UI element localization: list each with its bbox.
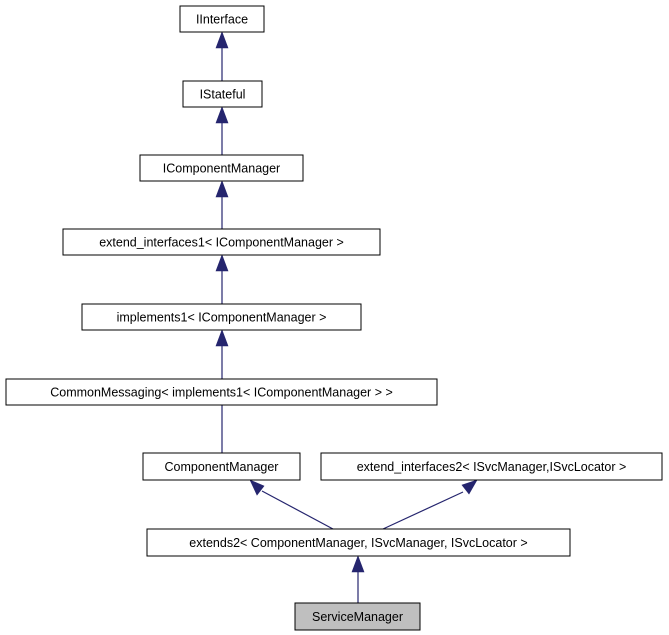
class-node-extend-interfaces1[interactable]: extend_interfaces1< IComponentManager > <box>62 228 381 256</box>
inheritance-edge-extends2-to-extend-interfaces2 <box>382 479 478 530</box>
class-node-label: CommonMessaging< implements1< IComponent… <box>50 385 393 399</box>
class-node-label: extends2< ComponentManager, ISvcManager,… <box>189 536 527 550</box>
inheritance-arrowhead-icon <box>461 479 478 495</box>
inheritance-arrowhead-icon <box>215 180 229 198</box>
class-node-box[interactable] <box>179 5 265 33</box>
class-node-box[interactable] <box>62 228 381 256</box>
inheritance-edge-extend-interfaces1-to-icomponentmanager <box>215 180 229 229</box>
edges-layer <box>215 31 478 603</box>
class-node-label: ComponentManager <box>165 460 279 474</box>
class-node-box[interactable] <box>146 528 571 557</box>
class-node-box[interactable] <box>139 154 304 182</box>
inheritance-edge-extends2-to-componentmanager <box>249 479 334 530</box>
class-node-componentmanager[interactable]: ComponentManager <box>142 452 301 481</box>
class-node-box[interactable] <box>5 378 438 406</box>
inheritance-arrowhead-icon <box>215 31 229 49</box>
class-node-extends2[interactable]: extends2< ComponentManager, ISvcManager,… <box>146 528 571 557</box>
class-node-icomponentmanager[interactable]: IComponentManager <box>139 154 304 182</box>
class-node-implements1[interactable]: implements1< IComponentManager > <box>81 303 362 331</box>
class-node-label: IComponentManager <box>163 161 280 175</box>
class-node-box[interactable] <box>81 303 362 331</box>
inheritance-arrowhead-icon <box>249 479 265 496</box>
class-node-commonmessaging[interactable]: CommonMessaging< implements1< IComponent… <box>5 378 438 406</box>
inheritance-edge-commonmessaging-to-implements1 <box>215 329 229 379</box>
class-node-label: implements1< IComponentManager > <box>117 310 327 324</box>
class-node-servicemanager[interactable]: ServiceManager <box>294 602 421 631</box>
class-node-extend-interfaces2[interactable]: extend_interfaces2< ISvcManager,ISvcLoca… <box>320 452 663 481</box>
inheritance-edge-icomponentmanager-to-istateful <box>215 106 229 155</box>
class-node-label: ServiceManager <box>312 610 403 624</box>
edge-line <box>382 491 464 530</box>
inheritance-arrowhead-icon <box>215 329 229 347</box>
class-node-box[interactable] <box>142 452 301 481</box>
inheritance-arrowhead-icon <box>351 555 365 573</box>
inheritance-edge-istateful-to-iinterface <box>215 31 229 81</box>
class-node-box[interactable] <box>182 80 263 108</box>
class-node-box[interactable] <box>320 452 663 481</box>
inheritance-edge-servicemanager-to-extends2 <box>351 555 365 603</box>
class-node-label: IInterface <box>196 12 248 26</box>
class-node-label: IStateful <box>200 87 246 101</box>
class-node-iinterface[interactable]: IInterface <box>179 5 265 33</box>
class-node-box[interactable] <box>294 602 421 631</box>
inheritance-arrowhead-icon <box>215 106 229 124</box>
inheritance-arrowhead-icon <box>215 254 229 272</box>
inheritance-edge-implements1-to-extend-interfaces1 <box>215 254 229 304</box>
class-node-istateful[interactable]: IStateful <box>182 80 263 108</box>
class-node-label: extend_interfaces1< IComponentManager > <box>99 235 344 249</box>
edge-line <box>261 490 334 530</box>
class-node-label: extend_interfaces2< ISvcManager,ISvcLoca… <box>357 460 627 474</box>
